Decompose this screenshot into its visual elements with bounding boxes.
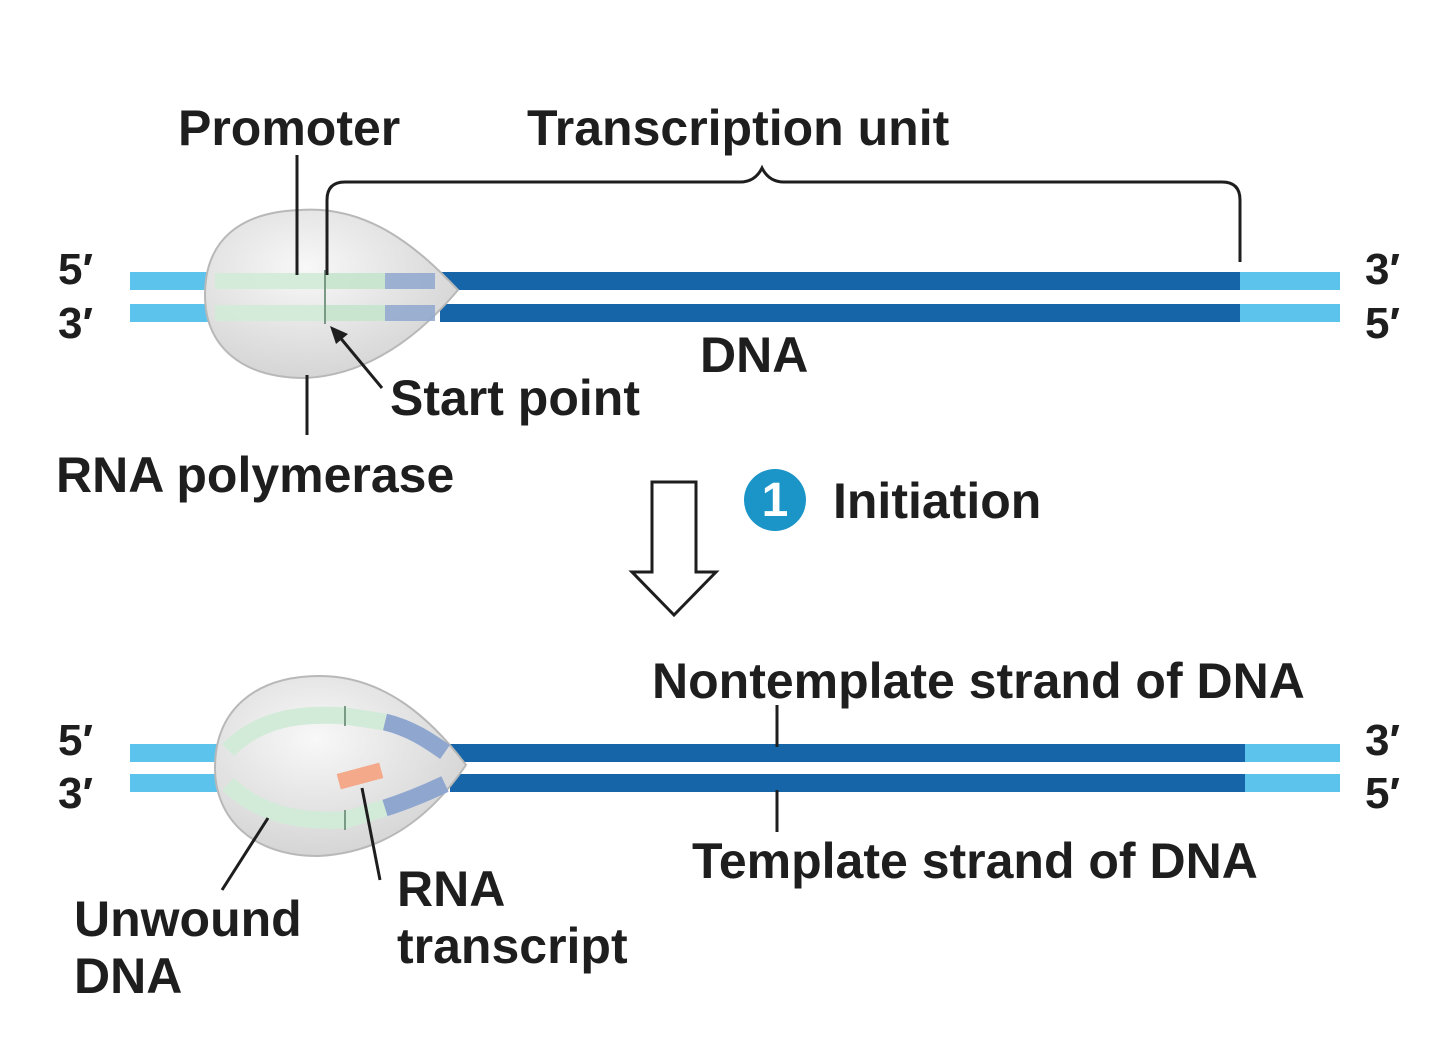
rna-transcript-leader-line	[360, 787, 382, 881]
start-point-arrowhead	[330, 326, 348, 344]
step-number: 1	[762, 474, 789, 527]
unwound-dna-leader-line	[220, 817, 270, 891]
top-left-5-prime: 5′	[58, 245, 93, 294]
rna-polymerase-label: RNA polymerase	[56, 447, 454, 503]
unwound-dna-label-line2: DNA	[74, 948, 182, 1004]
top-dna-strands	[130, 272, 1340, 322]
transcription-unit-bracket	[325, 164, 1242, 275]
top-strands-inside-polymerase	[215, 270, 435, 324]
bottom-right-5-prime: 5′	[1365, 769, 1400, 818]
top-panel: Promoter Transcription unit DNA Start po…	[56, 100, 1400, 503]
unwound-strands	[221, 706, 450, 830]
dna-label: DNA	[700, 327, 808, 383]
bottom-dna-strands	[130, 744, 1340, 792]
bottom-left-5-prime: 5′	[58, 716, 93, 765]
top-left-3-prime: 3′	[58, 299, 93, 348]
top-rna-polymerase	[203, 208, 460, 380]
rna-transcript-label-line1: RNA	[397, 861, 505, 917]
template-strand-label: Template strand of DNA	[692, 833, 1258, 889]
transcription-unit-label: Transcription unit	[527, 100, 950, 156]
start-point-arrow	[336, 334, 384, 389]
bottom-panel: Nontemplate strand of DNA Template stran…	[58, 653, 1400, 1004]
step-label: Initiation	[833, 473, 1041, 529]
step-indicator: 1 Initiation	[628, 469, 1041, 618]
down-arrow-icon	[628, 480, 720, 618]
unwound-dna-label-line1: Unwound	[74, 891, 302, 947]
bottom-left-3-prime: 3′	[58, 769, 93, 818]
bottom-right-3-prime: 3′	[1365, 716, 1400, 765]
start-point-label: Start point	[390, 370, 640, 426]
step-badge-icon	[744, 469, 806, 531]
nontemplate-strand-label: Nontemplate strand of DNA	[652, 653, 1305, 709]
bottom-rna-polymerase	[213, 674, 468, 858]
top-right-3-prime: 3′	[1365, 245, 1400, 294]
top-right-5-prime: 5′	[1365, 299, 1400, 348]
rna-transcript-segment	[336, 762, 384, 790]
promoter-label: Promoter	[178, 100, 400, 156]
rna-transcript-label-line2: transcript	[397, 918, 628, 974]
